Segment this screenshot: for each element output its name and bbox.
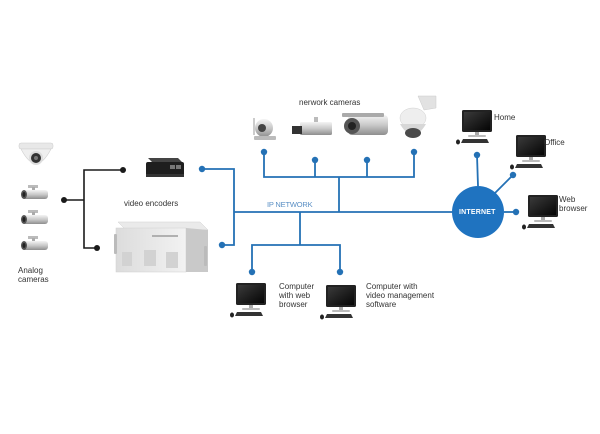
dome-camera-icon xyxy=(18,142,54,165)
network-camera-4-icon xyxy=(399,95,437,138)
computer-local-web-browser-icon xyxy=(230,283,266,318)
home-label: Home xyxy=(494,113,516,122)
connector-dot xyxy=(336,268,344,276)
computer-office-icon xyxy=(510,135,546,170)
connector-dot xyxy=(218,241,226,249)
ip-network-connectors xyxy=(198,148,520,276)
computer-vms-label: Computer with video management software xyxy=(366,282,435,309)
computer-web-browser-icon xyxy=(522,195,558,230)
connector-dot xyxy=(512,208,520,216)
internet-node xyxy=(452,186,504,238)
connector-dot xyxy=(260,148,268,156)
bullet-camera-icon xyxy=(21,210,48,224)
analog-connectors xyxy=(61,167,126,251)
analog-cameras-label: Analog cameras xyxy=(18,266,49,284)
network-cameras-label: nerwork cameras xyxy=(299,98,361,107)
video-encoder-icon xyxy=(146,158,184,177)
connector-dot xyxy=(410,148,418,156)
connector-dot xyxy=(120,167,126,173)
bullet-camera-icon xyxy=(21,185,48,199)
connector-dot xyxy=(198,165,206,173)
computer-home-icon xyxy=(456,110,492,145)
bullet-camera-icon xyxy=(21,236,48,250)
ip-network-label: IP NETWORK xyxy=(267,200,313,209)
video-encoders-label: video encoders xyxy=(124,199,179,208)
network-camera-1-icon xyxy=(253,118,276,140)
connector-dot xyxy=(473,151,481,159)
connector-dot xyxy=(509,171,517,179)
web-browser-label: Web browser xyxy=(559,195,588,213)
network-camera-3-icon xyxy=(342,113,388,135)
internet-label: INTERNET xyxy=(459,209,496,216)
connector-dot xyxy=(94,245,100,251)
analog-wiring xyxy=(64,169,123,249)
connector-dot xyxy=(61,197,67,203)
computer-vms-icon xyxy=(320,285,356,320)
network-camera-2-icon xyxy=(292,117,332,135)
encoder-rack-icon xyxy=(114,221,209,273)
office-label: Office xyxy=(544,138,565,147)
computer-web-browser-label: Computer with web browser xyxy=(279,282,315,309)
analog-cameras xyxy=(18,142,54,250)
ip-network-wiring xyxy=(202,152,516,272)
connector-dot xyxy=(311,156,319,164)
connector-dot xyxy=(248,268,256,276)
connector-dot xyxy=(363,156,371,164)
